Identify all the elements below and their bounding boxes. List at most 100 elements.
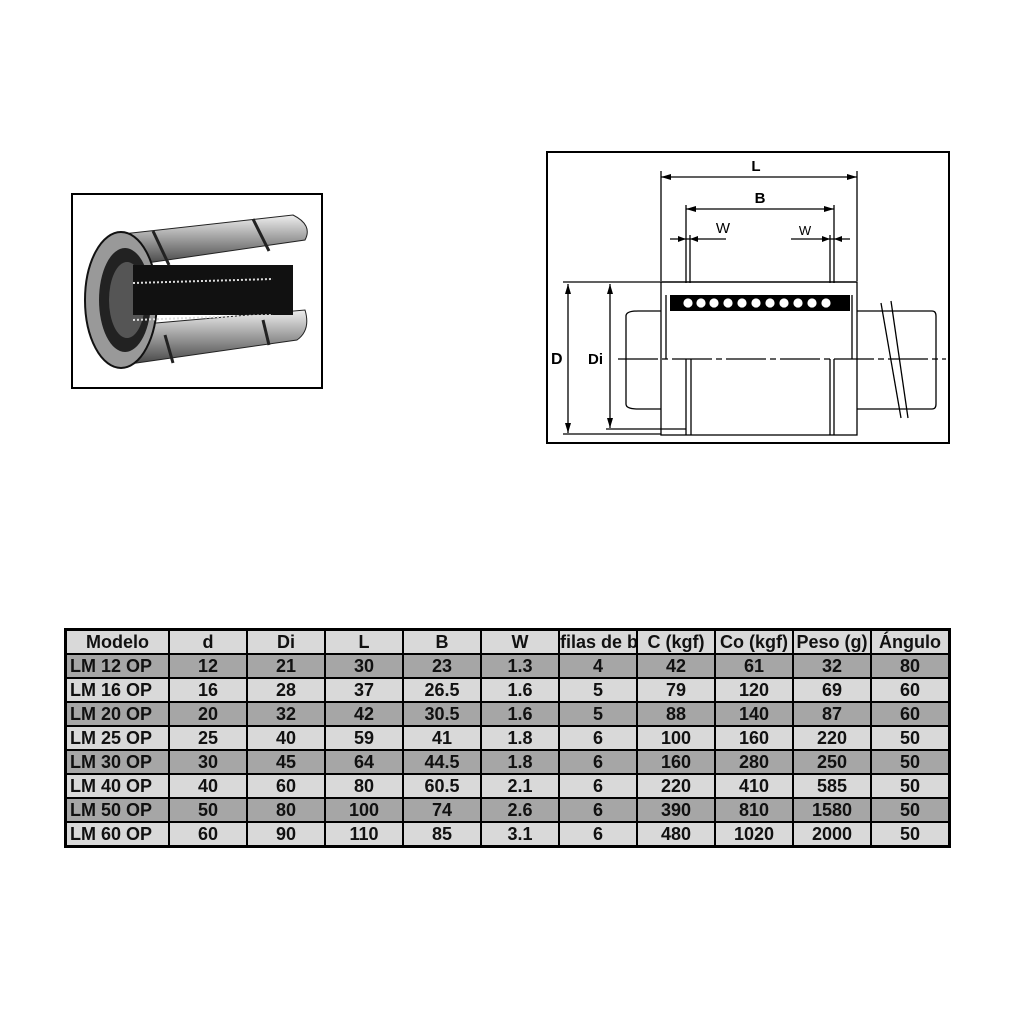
value-cell: 160	[714, 725, 794, 751]
model-cell: LM 30 OP	[64, 749, 170, 775]
value-cell: 74	[402, 797, 482, 823]
value-cell: 2.1	[480, 773, 560, 799]
value-cell: 44.5	[402, 749, 482, 775]
value-cell: 3.1	[480, 821, 560, 848]
value-cell: 50	[870, 797, 951, 823]
model-cell: LM 40 OP	[64, 773, 170, 799]
value-cell: 410	[714, 773, 794, 799]
value-cell: 6	[558, 749, 638, 775]
value-cell: 26.5	[402, 677, 482, 703]
value-cell: 69	[792, 677, 872, 703]
value-cell: 40	[246, 725, 326, 751]
value-cell: 4	[558, 653, 638, 679]
column-header: filas de b	[558, 628, 638, 655]
value-cell: 20	[168, 701, 248, 727]
value-cell: 1580	[792, 797, 872, 823]
value-cell: 28	[246, 677, 326, 703]
value-cell: 59	[324, 725, 404, 751]
value-cell: 23	[402, 653, 482, 679]
value-cell: 220	[792, 725, 872, 751]
value-cell: 30.5	[402, 701, 482, 727]
value-cell: 60	[246, 773, 326, 799]
label-L: L	[751, 158, 760, 175]
label-D: D	[551, 351, 563, 368]
value-cell: 5	[558, 701, 638, 727]
model-cell: LM 60 OP	[64, 821, 170, 848]
value-cell: 140	[714, 701, 794, 727]
model-cell: LM 12 OP	[64, 653, 170, 679]
value-cell: 1.8	[480, 749, 560, 775]
value-cell: 64	[324, 749, 404, 775]
label-W-left: W	[716, 220, 731, 237]
model-cell: LM 25 OP	[64, 725, 170, 751]
value-cell: 80	[246, 797, 326, 823]
value-cell: 30	[168, 749, 248, 775]
value-cell: 16	[168, 677, 248, 703]
value-cell: 50	[870, 749, 951, 775]
value-cell: 42	[324, 701, 404, 727]
value-cell: 50	[870, 821, 951, 848]
value-cell: 810	[714, 797, 794, 823]
value-cell: 50	[870, 773, 951, 799]
column-header: Peso (g)	[792, 628, 872, 655]
column-header: L	[324, 628, 404, 655]
value-cell: 37	[324, 677, 404, 703]
model-cell: LM 16 OP	[64, 677, 170, 703]
value-cell: 40	[168, 773, 248, 799]
label-Di: Di	[588, 351, 603, 368]
value-cell: 220	[636, 773, 716, 799]
value-cell: 50	[168, 797, 248, 823]
value-cell: 250	[792, 749, 872, 775]
model-cell: LM 20 OP	[64, 701, 170, 727]
value-cell: 32	[246, 701, 326, 727]
label-W-right: W	[799, 223, 812, 238]
value-cell: 45	[246, 749, 326, 775]
value-cell: 390	[636, 797, 716, 823]
value-cell: 41	[402, 725, 482, 751]
value-cell: 88	[636, 701, 716, 727]
value-cell: 80	[324, 773, 404, 799]
column-header: Di	[246, 628, 326, 655]
value-cell: 60	[870, 677, 951, 703]
value-cell: 1.6	[480, 677, 560, 703]
value-cell: 6	[558, 797, 638, 823]
label-B: B	[755, 190, 766, 207]
column-header: B	[402, 628, 482, 655]
value-cell: 85	[402, 821, 482, 848]
value-cell: 480	[636, 821, 716, 848]
value-cell: 79	[636, 677, 716, 703]
value-cell: 42	[636, 653, 716, 679]
value-cell: 585	[792, 773, 872, 799]
value-cell: 90	[246, 821, 326, 848]
value-cell: 1.8	[480, 725, 560, 751]
column-header: Co (kgf)	[714, 628, 794, 655]
value-cell: 6	[558, 725, 638, 751]
value-cell: 87	[792, 701, 872, 727]
value-cell: 30	[324, 653, 404, 679]
value-cell: 280	[714, 749, 794, 775]
value-cell: 60	[870, 701, 951, 727]
value-cell: 6	[558, 821, 638, 848]
value-cell: 1.6	[480, 701, 560, 727]
value-cell: 32	[792, 653, 872, 679]
column-header: C (kgf)	[636, 628, 716, 655]
value-cell: 120	[714, 677, 794, 703]
value-cell: 160	[636, 749, 716, 775]
column-header: Ángulo	[870, 628, 951, 655]
column-header: Modelo	[64, 628, 170, 655]
bearing-photo	[71, 193, 323, 389]
value-cell: 100	[324, 797, 404, 823]
value-cell: 80	[870, 653, 951, 679]
value-cell: 2.6	[480, 797, 560, 823]
column-header: W	[480, 628, 560, 655]
value-cell: 50	[870, 725, 951, 751]
